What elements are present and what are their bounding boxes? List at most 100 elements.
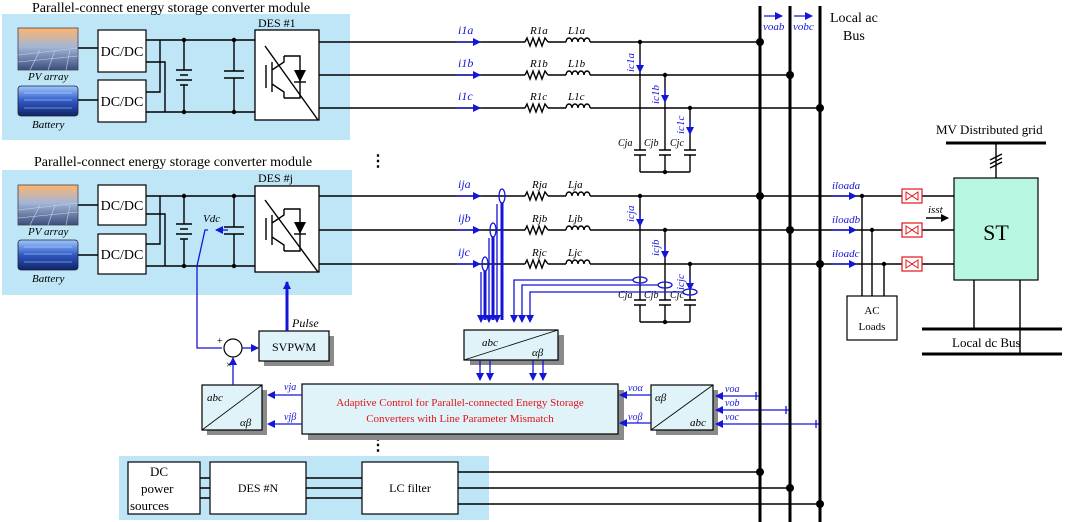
branch-j-lines (319, 188, 954, 325)
des-j-label: DES #j (258, 171, 293, 185)
cjb-label: Cjb (644, 290, 658, 301)
ac-loads-line1: AC (864, 305, 879, 317)
vo-alpha-label: voα (628, 383, 643, 394)
module-j-title: Parallel-connect energy storage converte… (34, 155, 312, 170)
abc-label-left: abc (207, 392, 223, 404)
svpwm-label: SVPWM (272, 340, 316, 354)
vobc-label: vobc (793, 21, 814, 33)
c1c-label: Cjc (670, 138, 684, 149)
battery-label-j: Battery (32, 273, 64, 285)
module-1-title: Parallel-connect energy storage converte… (32, 1, 310, 16)
dc-sources-box (127, 461, 201, 515)
dc-sources-line2: power (141, 481, 174, 496)
l1b-label: L1b (567, 58, 586, 70)
battery-image-j (17, 239, 79, 271)
dcdc-pv-label: DC/DC (101, 45, 144, 60)
r1b-label: R1b (529, 58, 548, 70)
c1a-label: Cja (618, 138, 632, 149)
rja-label: Rja (531, 179, 548, 191)
abc-label-right: abc (690, 417, 706, 429)
rjc-label: Rjc (531, 247, 547, 259)
dcdc-pv-box-j (97, 184, 147, 226)
battery-image (17, 85, 79, 117)
pulse-label: Pulse (291, 316, 319, 330)
branch-1-lines (319, 36, 820, 175)
ic1c-label: ic1c (675, 116, 687, 134)
vob-label: vob (725, 398, 739, 409)
rjb-label: Rjb (531, 213, 548, 225)
icjc-label: icjc (675, 274, 687, 290)
module-ellipsis: ⋮ (370, 153, 386, 170)
r1a-label: R1a (529, 25, 548, 37)
sum-times: × (226, 360, 232, 371)
module-j: PV array Battery DC/DC DC/DC DES #j Vdc (17, 171, 320, 349)
local-ac-label-2: Bus (843, 29, 865, 44)
abc-label-middle: abc (482, 337, 498, 349)
dcdc-battery-box-j (97, 233, 147, 275)
iloada-label: iloada (832, 180, 861, 192)
module-n-ellipsis: ⋮ (370, 437, 386, 454)
ab-label-left: αβ (240, 417, 252, 429)
sensor-wires (477, 203, 683, 323)
mv-grid-label: MV Distributed grid (936, 122, 1043, 137)
voa-label: voa (725, 384, 739, 395)
pv-array-label-j: PV array (27, 226, 69, 238)
ac-switches (901, 188, 923, 272)
dcdc-battery-label-j: DC/DC (101, 248, 144, 263)
module-n: DC power sources DES #N LC filter ⋮ (127, 437, 820, 515)
ljb-label: Ljb (567, 213, 583, 225)
adaptive-control-line2: Converters with Line Parameter Mismatch (366, 413, 554, 425)
c1b-label: Cjb (644, 138, 658, 149)
ab-label-right: αβ (655, 392, 667, 404)
ab-label-middle: αβ (532, 347, 544, 359)
battery-label: Battery (32, 119, 64, 131)
i1a-label: i1a (458, 23, 473, 37)
i1b-label: i1b (458, 56, 473, 70)
svpwm-block (258, 330, 330, 362)
ic1a-label: ic1a (625, 53, 637, 72)
ic1b-label: ic1b (650, 85, 662, 104)
vjb-label: vjβ (284, 412, 296, 423)
vdc-label: Vdc (203, 213, 220, 225)
icjb-label: icjb (650, 239, 662, 256)
pv-array-label: PV array (27, 71, 69, 83)
module-1: PV array Battery DC/DC DC/DC DES #1 (17, 16, 320, 131)
cjc-label: Cjc (670, 290, 684, 301)
local-dc-label: Local dc Bus (952, 335, 1021, 350)
l1c-label: L1c (567, 91, 585, 103)
l1a-label: L1a (567, 25, 586, 37)
isst-label: isst (928, 204, 944, 216)
sum-plus: + (217, 336, 223, 347)
ljc-label: Ljc (567, 247, 582, 259)
des-n-label: DES #N (238, 481, 279, 495)
ac-loads-line2: Loads (859, 321, 886, 333)
dcdc-pv-box (97, 29, 147, 73)
dcdc-battery-label: DC/DC (101, 95, 144, 110)
ijc-label: ijc (458, 245, 471, 259)
local-ac-label-1: Local ac (830, 11, 878, 26)
vo-beta-label: voβ (628, 412, 642, 423)
adaptive-control-block (301, 383, 619, 435)
pv-array-image-j (17, 184, 79, 226)
st-label: ST (983, 220, 1009, 245)
adaptive-control-line1: Adaptive Control for Parallel-connected … (336, 397, 584, 409)
des-1-label: DES #1 (258, 16, 296, 30)
voab-label: voab (763, 21, 785, 33)
dcdc-battery-box (97, 79, 147, 123)
iloadb-label: iloadb (832, 214, 861, 226)
des-n-box (209, 461, 307, 515)
summing-junction (223, 338, 243, 358)
lja-label: Lja (567, 179, 583, 191)
icja-label: icja (625, 205, 637, 222)
r1c-label: R1c (529, 91, 547, 103)
dc-sources-line1: DC (150, 464, 168, 479)
voc-label: voc (725, 412, 739, 423)
st-box (953, 177, 1039, 281)
ac-loads-box (846, 295, 898, 341)
inverter-1-box (254, 29, 320, 121)
cja-label: Cja (618, 290, 632, 301)
ija-label: ija (458, 177, 471, 191)
dcdc-pv-label-j: DC/DC (101, 199, 144, 214)
iloadc-label: iloadc (832, 248, 860, 260)
